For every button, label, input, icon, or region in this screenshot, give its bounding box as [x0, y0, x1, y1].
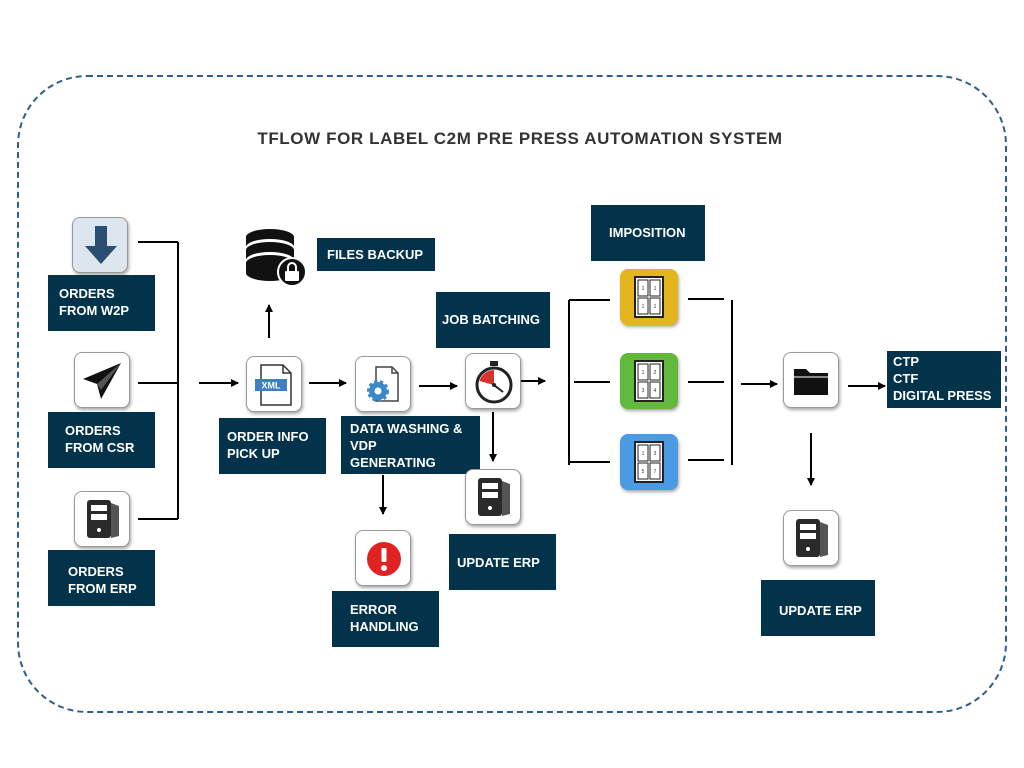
- server-icon: [465, 469, 521, 525]
- database-lock-icon: [244, 225, 310, 291]
- layout-number: 4: [654, 388, 657, 394]
- imposition-layout-blue-icon: 1 3 5 7: [620, 434, 678, 490]
- files-backup-label: FILES BACKUP: [317, 238, 435, 271]
- layout-number: 1: [642, 370, 645, 376]
- xml-file-icon: XML: [246, 356, 302, 412]
- system-boundary-frame: [17, 75, 1007, 713]
- layout-number: 1: [654, 286, 657, 292]
- layout-number: 1: [642, 286, 645, 292]
- folder-icon: [783, 352, 839, 408]
- layout-number: 1: [642, 451, 645, 457]
- server-icon: [783, 510, 839, 566]
- job-batching-label: JOB BATCHING: [436, 292, 550, 348]
- error-icon: [355, 530, 411, 586]
- xml-badge-text: XML: [262, 381, 282, 391]
- imposition-label: IMPOSITION: [591, 205, 705, 261]
- layout-number: 1: [642, 304, 645, 310]
- imposition-layout-green-icon: 1 2 3 4: [620, 353, 678, 409]
- layout-number: 7: [654, 469, 657, 475]
- imposition-layout-yellow-icon: 1 1 1 1: [620, 269, 678, 325]
- layout-number: 3: [654, 451, 657, 457]
- layout-number: 1: [654, 304, 657, 310]
- update-erp-final-label: UPDATE ERP: [761, 580, 875, 636]
- stopwatch-icon: [465, 353, 521, 409]
- layout-number: 3: [642, 388, 645, 394]
- diagram-title: TFLOW FOR LABEL C2M PRE PRESS AUTOMATION…: [257, 129, 783, 148]
- paper-plane-icon: [74, 352, 130, 408]
- update-erp-label: UPDATE ERP: [449, 534, 556, 590]
- document-gear-icon: [355, 356, 411, 412]
- layout-number: 5: [642, 469, 645, 475]
- layout-number: 2: [654, 370, 657, 376]
- download-arrow-icon: [72, 217, 128, 273]
- server-icon: [74, 491, 130, 547]
